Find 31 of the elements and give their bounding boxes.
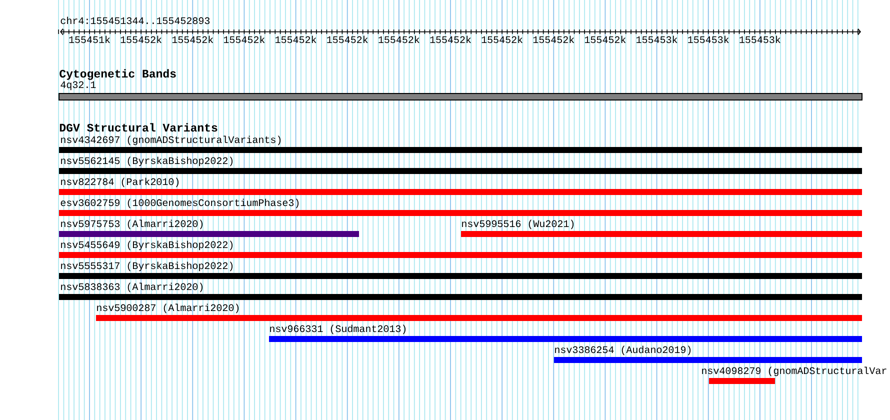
tick-label: 155452k [482, 36, 523, 44]
band-label: 4q32.1 [60, 81, 96, 90]
tick-label: 155452k [224, 36, 265, 44]
variant-label: nsv966331 (Sudmant2013) [270, 324, 406, 334]
tick-label: 155452k [584, 36, 626, 44]
variant-label: nsv5838363 (Almarri2020) [61, 282, 203, 292]
variant-label: nsv3386254 (Audano2019) [555, 346, 691, 356]
tick-label: 155452k [430, 36, 471, 44]
variant-label: nsv5455649 (ByrskaBishop2022) [61, 240, 233, 250]
variant-label: nsv5995516 (Wu2021) [462, 220, 574, 230]
variant-label: nsv5555317 (ByrskaBishop2022) [61, 262, 233, 272]
variant-label: nsv5975753 (Almarri2020) [61, 220, 203, 230]
tick-label: 155452k [533, 36, 574, 44]
section-heading: DGV Structural Variants [60, 123, 218, 132]
tick-label: 155453k [688, 36, 729, 44]
variant-label: nsv4098279 (gnomADStructuralVar [702, 366, 886, 376]
variant-label: nsv5562145 (ByrskaBishop2022) [61, 156, 233, 166]
tick-label: 155453k [636, 36, 678, 44]
tick-label: 155452k [120, 36, 162, 44]
section-heading: Cytogenetic Bands [60, 69, 176, 80]
tick-label: 155453k [740, 36, 780, 44]
variant-label: esv3602759 (1000GenomesConsortiumPhase3) [60, 198, 299, 208]
variant-label: nsv822784 (Park2010) [61, 178, 179, 188]
tick-label: 155452k [378, 36, 420, 44]
tick-label: 155452k [276, 36, 316, 44]
tick-label: 155452k [172, 36, 214, 44]
axis-title: chr4:155451344..155452893 [60, 16, 210, 24]
variant-label: nsv5900287 (Almarri2020) [97, 304, 239, 314]
tick-label: 155452k [327, 36, 368, 44]
tick-label: 155451k [69, 36, 110, 44]
variant-label: nsv4342697 (gnomADStructuralVariants) [61, 136, 281, 146]
